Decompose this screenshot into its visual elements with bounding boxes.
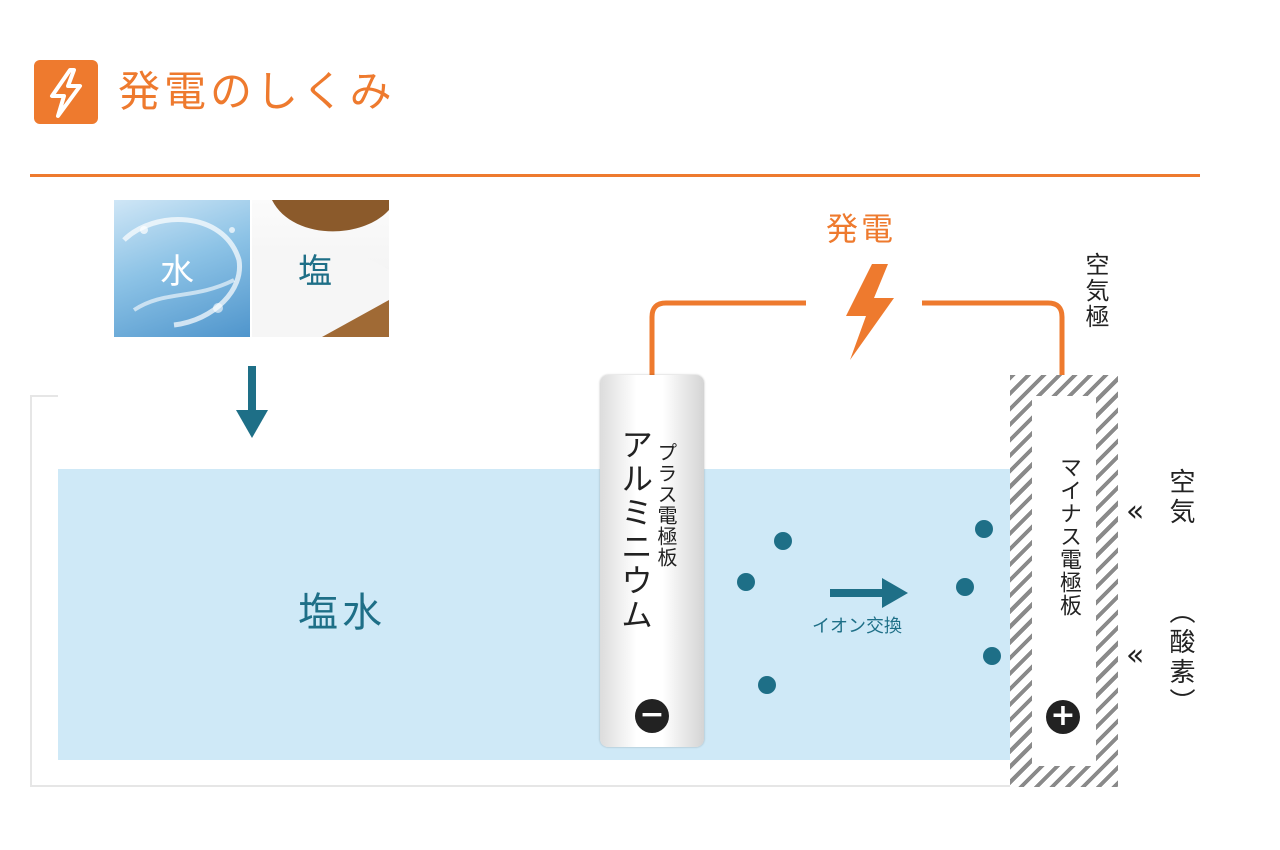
power-wire (649, 300, 1065, 383)
ion-dot (956, 578, 974, 596)
air-electrode-label: 空気極 (1081, 252, 1109, 330)
air-label: 空気 (1165, 468, 1195, 528)
minus-sign-icon: − (635, 699, 669, 733)
ion-dot (758, 676, 776, 694)
aluminium-electrode (600, 375, 704, 747)
air-chevron-icon: « (1126, 494, 1145, 529)
plus-plate-label: プラス電極板 (654, 442, 678, 568)
salt-image: 塩 (252, 200, 389, 337)
oxygen-chevron-icon: « (1126, 638, 1145, 673)
saltwater-label: 塩水 (298, 590, 386, 636)
oxygen-label: （酸素） (1165, 598, 1195, 718)
lightning-icon (34, 60, 98, 124)
ion-dot (737, 573, 755, 591)
salt-image-label: 塩 (298, 252, 332, 292)
ion-dot (774, 532, 792, 550)
title-divider (30, 174, 1200, 177)
power-label: 発電 (826, 210, 897, 248)
minus-plate-label: マイナス電極板 (1056, 456, 1081, 617)
saltwater-area (58, 469, 1018, 760)
ion-exchange-label: イオン交換 (812, 616, 902, 637)
water-image: 水 (114, 200, 250, 337)
plus-sign-icon: + (1046, 700, 1080, 734)
tank-wall (30, 395, 58, 787)
lightning-bolt-icon (846, 264, 894, 360)
tank-bottom (30, 770, 1020, 787)
water-image-label: 水 (160, 252, 194, 292)
page-title: 発電のしくみ (118, 67, 396, 116)
down-arrow-icon (236, 366, 268, 438)
aluminium-label: アルミニウム (616, 428, 654, 632)
ion-dot (983, 647, 1001, 665)
ion-dot (975, 520, 993, 538)
right-arrow-icon (830, 578, 908, 608)
